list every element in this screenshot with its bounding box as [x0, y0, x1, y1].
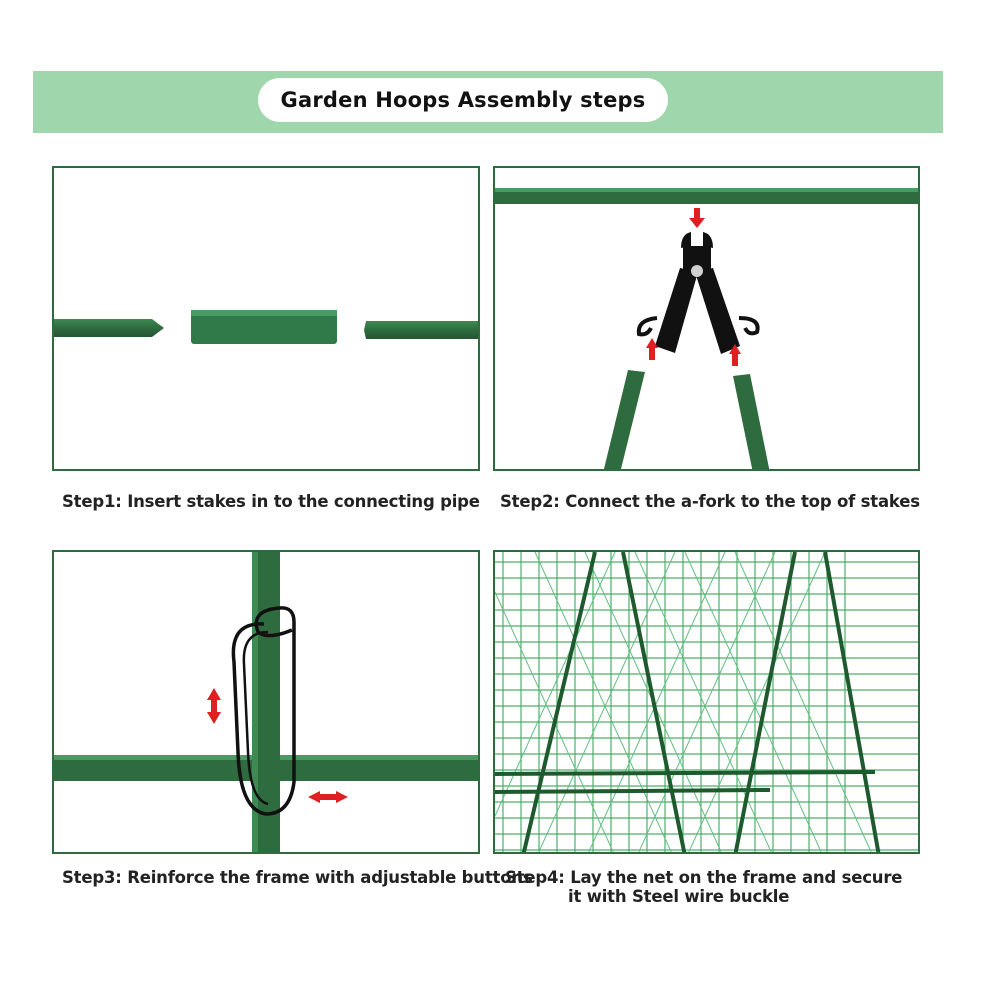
- left-stake: [603, 370, 645, 469]
- title-pill: [258, 78, 668, 122]
- a-fork-left-arm: [655, 268, 698, 353]
- frame-stakes: [495, 552, 881, 852]
- right-stake: [733, 374, 770, 469]
- step1-caption: Step1: Insert stakes in to the connectin…: [62, 492, 480, 511]
- step2-panel: [493, 166, 920, 471]
- right-hook: [738, 316, 760, 336]
- arrow-horizontal-icon: [308, 791, 348, 803]
- arrow-vertical-icon: [207, 688, 221, 724]
- step3-illustration: [54, 552, 478, 852]
- right-stake: [364, 321, 478, 339]
- step4-caption-line2: it with Steel wire buckle: [568, 887, 790, 906]
- left-stake: [54, 319, 164, 337]
- arrow-up-right-icon: [729, 344, 741, 366]
- wire-clip: [231, 606, 296, 816]
- net-diagonals: [495, 552, 872, 852]
- step3-caption: Step3: Reinforce the frame with adjustab…: [62, 868, 533, 887]
- arrow-down-icon: [689, 208, 705, 228]
- connecting-pipe: [191, 310, 337, 344]
- step1-illustration: [54, 310, 478, 344]
- left-hook: [636, 316, 658, 337]
- arrow-up-left-icon: [646, 338, 658, 360]
- step4-caption: Step4: Lay the net on the frame and secu…: [505, 868, 902, 906]
- step4-illustration: [495, 552, 918, 852]
- step3-panel: [52, 550, 480, 854]
- step4-caption-line1: Step4: Lay the net on the frame and secu…: [505, 868, 903, 887]
- a-fork-bolt: [691, 265, 703, 277]
- step4-panel: [493, 550, 920, 854]
- page-title: Garden Hoops Assembly steps: [280, 88, 646, 112]
- step1-panel: [52, 166, 480, 471]
- step2-illustration: [495, 188, 918, 469]
- step2-caption: Step2: Connect the a-fork to the top of …: [500, 492, 920, 511]
- a-fork-right-arm: [695, 268, 740, 354]
